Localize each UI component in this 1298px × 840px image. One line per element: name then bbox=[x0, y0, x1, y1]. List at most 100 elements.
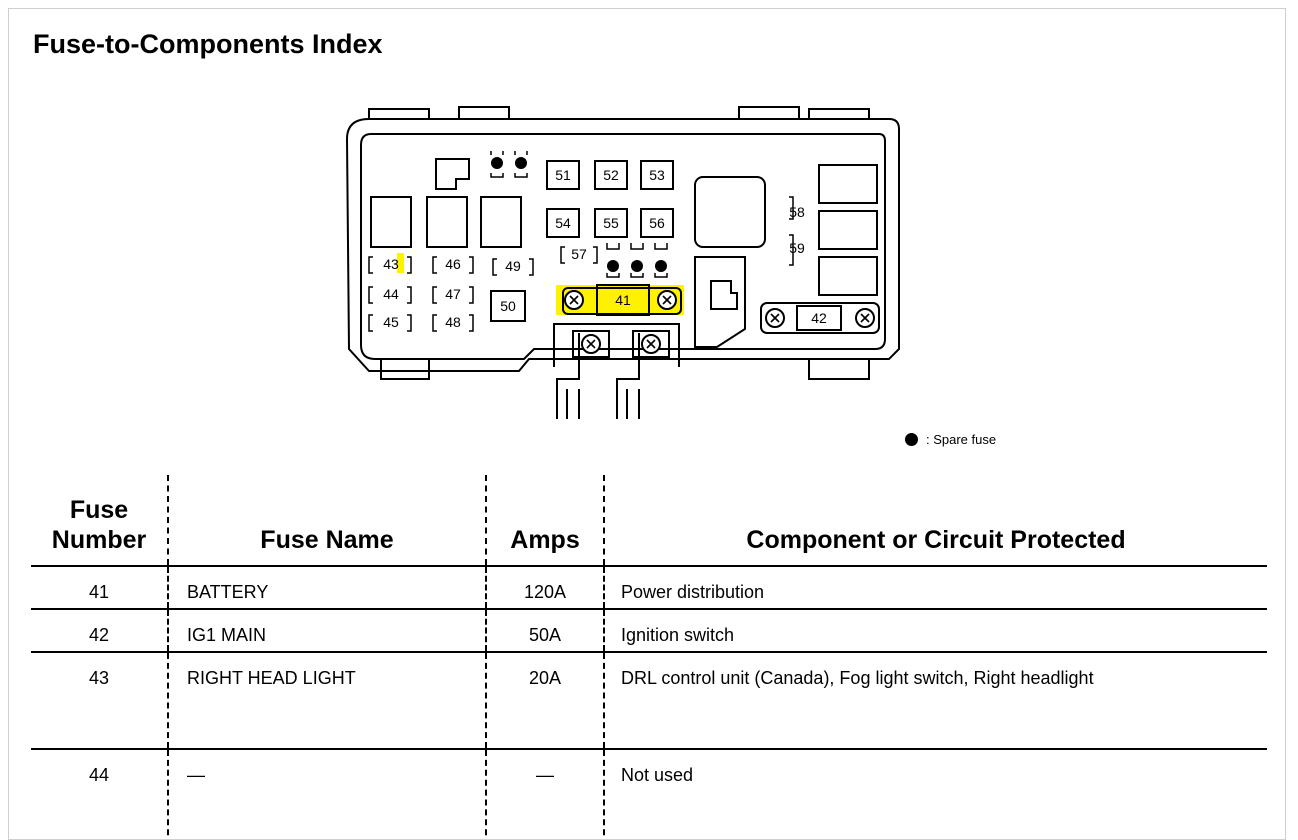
page-title: Fuse-to-Components Index bbox=[33, 29, 383, 59]
fuse-number: 43 bbox=[31, 652, 168, 750]
fuse-55-box bbox=[594, 208, 628, 238]
fuse-label-53: 53 bbox=[649, 167, 665, 183]
fuse-amps: 50A bbox=[485, 609, 604, 653]
fuse-59-bracket bbox=[789, 234, 794, 266]
fuse-name: — bbox=[167, 749, 486, 839]
fuse-slot-bracket bbox=[469, 256, 474, 332]
fuse-slot-bracket bbox=[560, 246, 598, 264]
cable bbox=[616, 333, 640, 419]
fuse-amps: 120A bbox=[485, 566, 604, 610]
fuse-label-45: 45 bbox=[383, 314, 399, 330]
fuse-label-59: 59 bbox=[789, 240, 805, 256]
table-row: 42 IG1 MAIN 50A Ignition switch bbox=[31, 609, 1267, 653]
screw-cross bbox=[770, 313, 780, 323]
box-outline bbox=[345, 118, 900, 372]
screw-cross bbox=[586, 339, 596, 349]
relay bbox=[370, 196, 412, 248]
large-relay bbox=[694, 176, 766, 248]
table-row: 41 BATTERY 120A Power distribution bbox=[31, 566, 1267, 610]
terminal-screw-housing bbox=[572, 330, 610, 358]
header-fuse-name: Fuse Name bbox=[167, 475, 486, 567]
fuse-box-diagram: 41 42 43 44 45 46 47 48 49 50 51 52 53 5… bbox=[345, 106, 900, 419]
fuse-label-58: 58 bbox=[789, 204, 805, 220]
fuse-label-44: 44 bbox=[383, 286, 399, 302]
fuse-component: DRL control unit (Canada), Fog light swi… bbox=[603, 652, 1267, 750]
fuse-52-box bbox=[594, 160, 628, 190]
screw-cross bbox=[662, 295, 672, 305]
screw-cross bbox=[569, 295, 579, 305]
fuse-54-box bbox=[546, 208, 580, 238]
document-page: Fuse-to-Components Index bbox=[8, 8, 1286, 840]
small-connector bbox=[435, 158, 470, 190]
box-outline-top-tab bbox=[368, 106, 870, 119]
table-row: 44 — — Not used bbox=[31, 749, 1267, 839]
fuse-43-highlight bbox=[397, 253, 404, 273]
spare-fuse-dot bbox=[655, 260, 667, 272]
fuse-label-49: 49 bbox=[505, 258, 521, 274]
fuse-component: Power distribution bbox=[603, 566, 1267, 610]
screw-cross bbox=[646, 339, 656, 349]
fuse-slot-bracket bbox=[368, 256, 373, 332]
spare-slot-bracket bbox=[490, 151, 528, 178]
fuse-50-box bbox=[490, 290, 526, 322]
table-row: 43 RIGHT HEAD LIGHT 20A DRL control unit… bbox=[31, 652, 1267, 750]
screw-cross bbox=[860, 313, 870, 323]
fuse-name: BATTERY bbox=[167, 566, 486, 610]
relay bbox=[818, 210, 878, 250]
cable bbox=[556, 333, 580, 419]
fuse-slot-bracket bbox=[492, 258, 534, 276]
fuse-label-43: 43 bbox=[383, 256, 399, 272]
spare-slot-bracket bbox=[606, 243, 668, 278]
fuse-component: Not used bbox=[603, 749, 1267, 839]
fuse-label-48: 48 bbox=[445, 314, 461, 330]
fuse-42-body bbox=[760, 302, 880, 334]
fuse-label-46: 46 bbox=[445, 256, 461, 272]
fuse-component: Ignition switch bbox=[603, 609, 1267, 653]
legend: : Spare fuse bbox=[905, 429, 996, 449]
fuse-label-57: 57 bbox=[571, 246, 587, 262]
fuse-label-47: 47 bbox=[445, 286, 461, 302]
connector-socket bbox=[710, 280, 738, 310]
spare-fuse-dot bbox=[491, 157, 503, 169]
fuse-label-41: 41 bbox=[615, 292, 631, 308]
fuse-label-50: 50 bbox=[500, 298, 516, 314]
fuse-label-51: 51 bbox=[555, 167, 571, 183]
fuse-slot-bracket bbox=[407, 256, 412, 332]
fuse-amps: 20A bbox=[485, 652, 604, 750]
fuse-number: 44 bbox=[31, 749, 168, 839]
fuse-53-box bbox=[640, 160, 674, 190]
header-component: Component or Circuit Protected bbox=[603, 475, 1267, 567]
fuse-58-bracket bbox=[789, 196, 794, 220]
fuse-label-56: 56 bbox=[649, 215, 665, 231]
box-foot bbox=[380, 360, 870, 380]
relay bbox=[480, 196, 522, 248]
fuse-56-box bbox=[640, 208, 674, 238]
relay bbox=[426, 196, 468, 248]
terminal-screw-housing bbox=[632, 330, 670, 358]
legend-label: : Spare fuse bbox=[926, 431, 997, 447]
header-amps: Amps bbox=[485, 475, 604, 567]
fuse-number: 41 bbox=[31, 566, 168, 610]
relay bbox=[818, 164, 878, 204]
fuse-label-55: 55 bbox=[603, 215, 619, 231]
spare-fuse-dot bbox=[607, 260, 619, 272]
fuse-51-box bbox=[546, 160, 580, 190]
spare-fuse-dot bbox=[515, 157, 527, 169]
fuse-label-54: 54 bbox=[555, 215, 571, 231]
terminal-block bbox=[553, 323, 680, 367]
fuse-name: IG1 MAIN bbox=[167, 609, 486, 653]
fuse-number: 42 bbox=[31, 609, 168, 653]
connector-housing bbox=[694, 256, 746, 348]
fuse-42-label-box bbox=[796, 305, 842, 331]
fuse-amps: — bbox=[485, 749, 604, 839]
box-inner-outline bbox=[360, 133, 886, 360]
spare-fuse-dot bbox=[631, 260, 643, 272]
relay bbox=[818, 256, 878, 296]
fuse-slot-bracket bbox=[432, 256, 437, 332]
fuse-label-42: 42 bbox=[811, 310, 827, 326]
spare-fuse-legend-icon bbox=[905, 432, 918, 446]
